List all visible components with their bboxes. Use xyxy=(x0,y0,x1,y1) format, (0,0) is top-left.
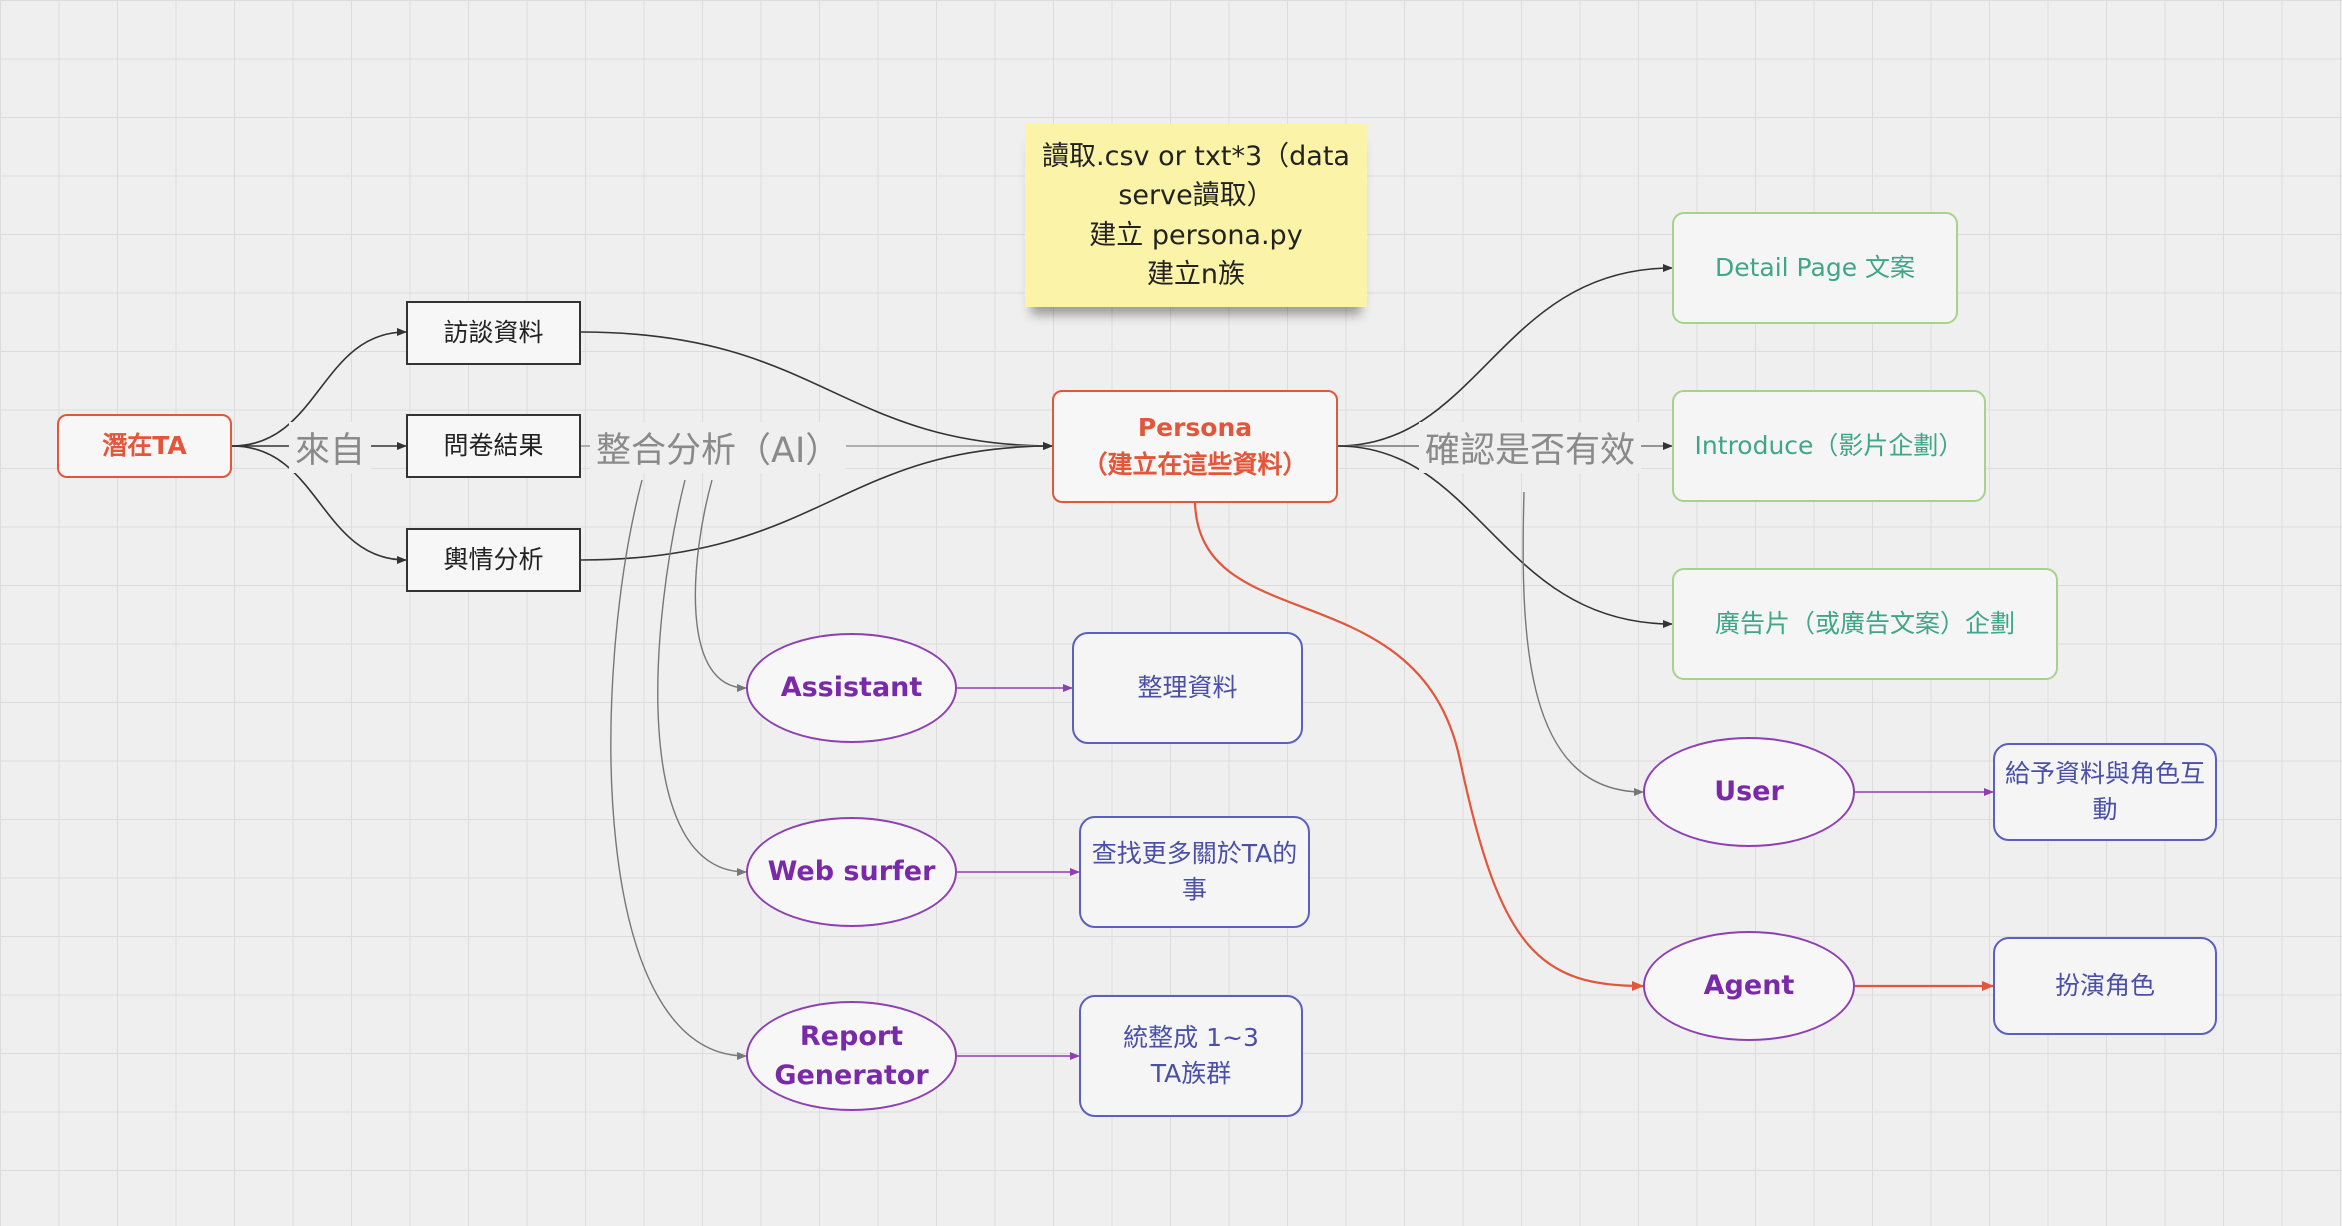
node-interview-label: 訪談資料 xyxy=(443,317,544,347)
edge-integrate-assistant xyxy=(694,479,747,692)
node-roleplay[interactable]: 扮演角色 xyxy=(1993,937,2217,1035)
node-give-data[interactable]: 給予資料與角色互 動 xyxy=(1993,743,2217,841)
node-agent[interactable]: Agent xyxy=(1643,931,1855,1041)
node-persona-line-1: Persona xyxy=(1137,413,1253,443)
edge-label-from: 來自 xyxy=(289,422,372,473)
sticky-line-3: 建立 persona.py xyxy=(1089,219,1303,251)
node-sentiment[interactable]: 輿情分析 xyxy=(406,528,581,592)
node-web-surfer[interactable]: Web surfer xyxy=(746,817,957,927)
edge-persona-agent xyxy=(1193,502,1644,991)
node-user-label: User xyxy=(1714,776,1784,808)
node-latent-ta-label: 潛在TA xyxy=(102,430,187,460)
edge-sentiment-persona xyxy=(580,442,1053,561)
node-persona[interactable]: Persona （建立在這些資料） xyxy=(1052,390,1338,503)
node-user[interactable]: User xyxy=(1643,737,1855,847)
node-report-line-1: Report xyxy=(799,1020,904,1052)
edge-label-integrate: 整合分析（AI） xyxy=(590,422,847,473)
edge-integrate-websurfer xyxy=(657,479,747,876)
node-consolidate-line-1: 統整成 1~3 xyxy=(1123,1022,1259,1052)
node-interview[interactable]: 訪談資料 xyxy=(406,301,581,365)
sticky-note[interactable]: 讀取.csv or txt*3（data serve讀取） 建立 persona… xyxy=(1025,124,1367,307)
edge-ta-interview xyxy=(231,328,407,447)
node-latent-ta[interactable]: 潛在TA xyxy=(57,414,232,478)
node-assistant-label: Assistant xyxy=(780,672,923,704)
node-give-data-line-1: 給予資料與角色互 xyxy=(2004,758,2205,788)
edge-interview-persona xyxy=(580,331,1053,450)
node-detail-page[interactable]: Detail Page 文案 xyxy=(1672,212,1958,324)
edge-label-validate: 確認是否有效 xyxy=(1419,422,1642,473)
node-assistant[interactable]: Assistant xyxy=(746,633,957,743)
sticky-line-1: 讀取.csv or txt*3（data xyxy=(1042,141,1350,173)
node-organize-data[interactable]: 整理資料 xyxy=(1072,632,1303,744)
edge-ta-sentiment xyxy=(231,445,407,564)
node-sentiment-label: 輿情分析 xyxy=(443,544,544,574)
edge-persona-detail xyxy=(1337,264,1673,447)
node-find-more[interactable]: 查找更多關於TA的 事 xyxy=(1079,816,1310,928)
node-introduce[interactable]: Introduce（影片企劃） xyxy=(1672,390,1986,502)
node-give-data-line-2: 動 xyxy=(2092,795,2118,824)
node-ad-plan-label: 廣告片（或廣告文案）企劃 xyxy=(1714,608,2015,638)
node-survey[interactable]: 問卷結果 xyxy=(406,414,581,478)
node-report-line-2: Generator xyxy=(774,1060,929,1091)
node-find-more-line-1: 查找更多關於TA的 xyxy=(1091,838,1298,868)
node-detail-page-label: Detail Page 文案 xyxy=(1714,252,1916,282)
node-web-surfer-label: Web surfer xyxy=(767,856,936,888)
sticky-line-2: serve讀取） xyxy=(1118,180,1274,212)
edge-validate-user xyxy=(1522,491,1644,796)
node-roleplay-label: 扮演角色 xyxy=(2054,970,2155,1000)
node-survey-label: 問卷結果 xyxy=(443,430,544,460)
node-agent-label: Agent xyxy=(1703,970,1795,1002)
node-organize-data-label: 整理資料 xyxy=(1137,672,1238,702)
node-ad-plan[interactable]: 廣告片（或廣告文案）企劃 xyxy=(1672,568,2058,680)
node-report-generator[interactable]: Report Generator xyxy=(746,1001,957,1111)
edge-persona-ad xyxy=(1337,445,1673,628)
node-consolidate[interactable]: 統整成 1~3 TA族群 xyxy=(1079,995,1303,1117)
node-persona-line-2: （建立在這些資料） xyxy=(1082,449,1308,479)
node-introduce-label: Introduce（影片企劃） xyxy=(1694,430,1964,460)
sticky-line-4: 建立n族 xyxy=(1146,258,1246,290)
node-find-more-line-2: 事 xyxy=(1181,875,1207,904)
edge-integrate-report xyxy=(610,479,747,1060)
node-consolidate-line-2: TA族群 xyxy=(1150,1059,1232,1088)
